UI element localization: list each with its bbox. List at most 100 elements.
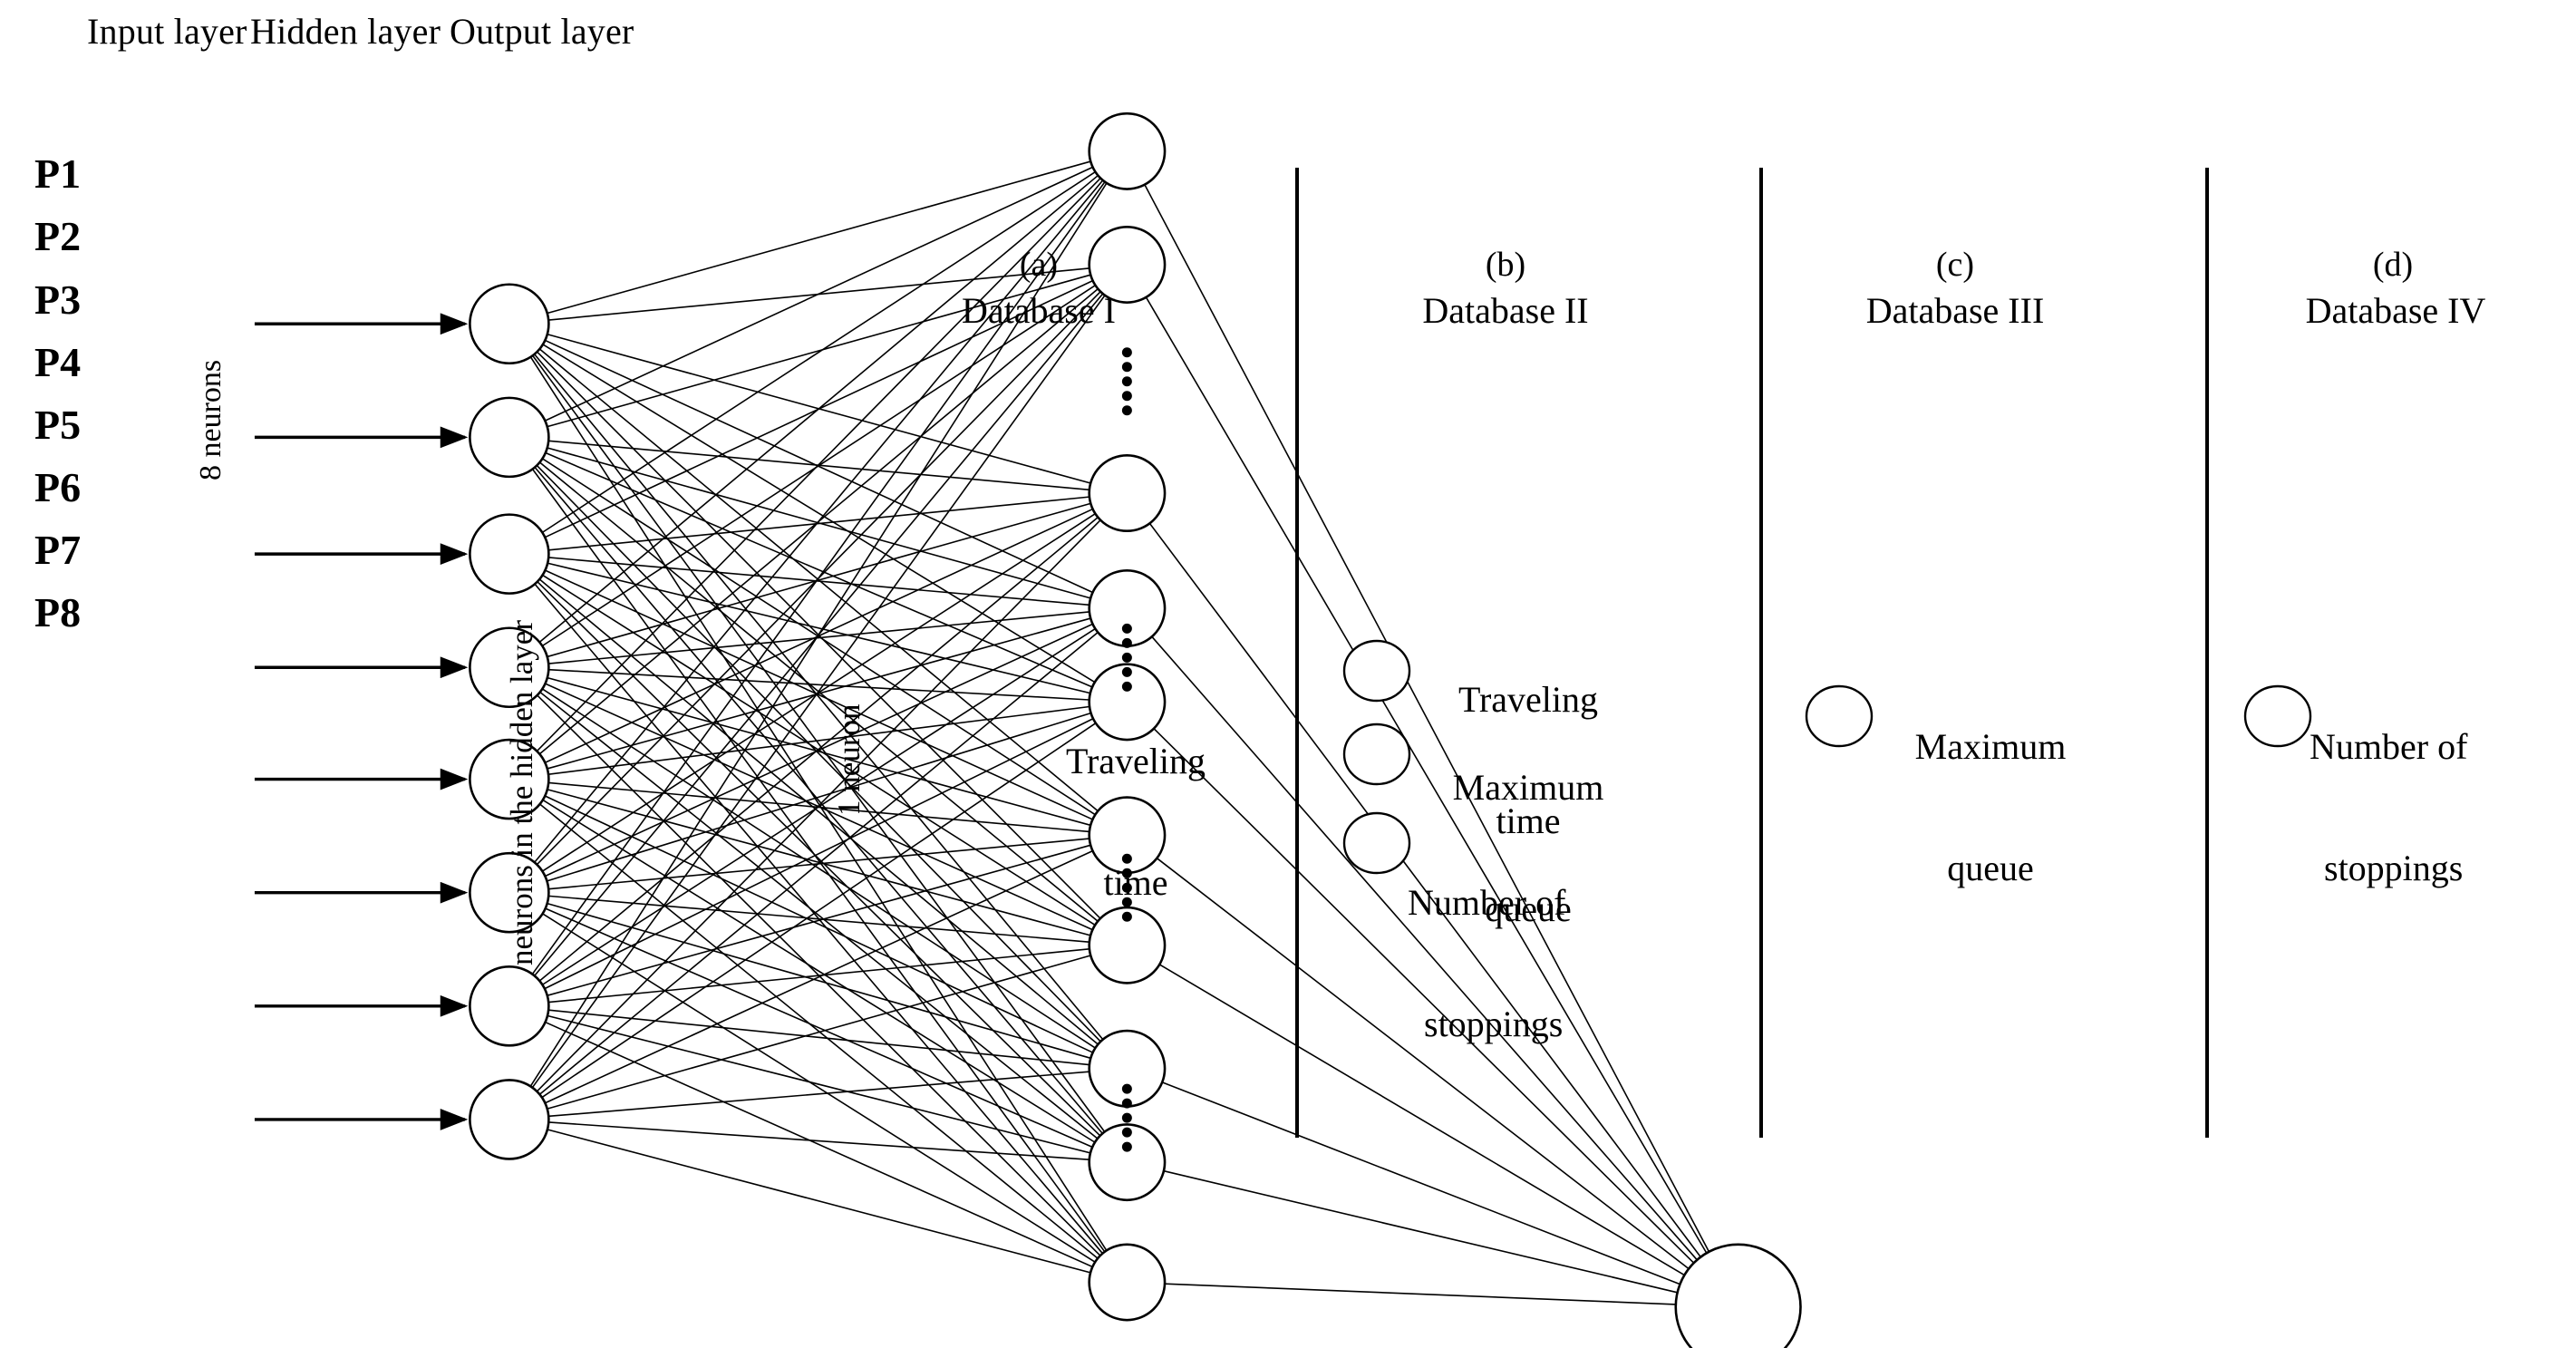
edge-input-hidden: [531, 469, 1106, 1253]
edge-input-hidden: [547, 562, 1091, 694]
edge-input-hidden: [538, 174, 1099, 643]
panel-c-output-1-line1: Maximum: [1914, 725, 2067, 767]
input-label-p5: P5: [34, 402, 82, 448]
network-output-label: Traveling time: [1013, 660, 1258, 984]
input-label-p6: P6: [34, 464, 82, 510]
edge-input-hidden: [541, 285, 1096, 647]
input-label-p2: P2: [34, 213, 82, 259]
hidden-node: [1088, 1029, 1167, 1108]
edge-input-hidden: [538, 517, 1099, 982]
ellipsis-dot: [1121, 868, 1132, 878]
output-neuron-count-label: 1 neuron: [831, 703, 867, 816]
panel-b-output-2-line2: queue: [1485, 887, 1572, 929]
input-arrows: [254, 313, 469, 1130]
layer-title-input: Input layer: [87, 11, 247, 52]
edge-input-hidden: [531, 295, 1106, 1089]
edge-input-hidden: [547, 705, 1090, 775]
ellipsis-dot: [1121, 1141, 1132, 1152]
ellipsis-dot: [1121, 376, 1132, 387]
panel-output-circle: [1342, 811, 1411, 875]
edge-input-hidden: [545, 849, 1093, 1104]
edge-hidden-output: [1151, 635, 1698, 1261]
edge-input-hidden: [547, 617, 1091, 770]
edge-input-hidden: [548, 1071, 1089, 1118]
panel-c-output-1-line2: queue: [1947, 847, 2034, 888]
input-node: [469, 965, 550, 1047]
edge-input-hidden: [548, 496, 1089, 551]
edge-input-hidden: [532, 354, 1106, 1132]
edge-input-hidden: [548, 611, 1089, 664]
panel-output-circle: [2243, 684, 2312, 748]
edge-input-hidden: [545, 451, 1093, 688]
ellipsis-dot: [1121, 637, 1132, 648]
output-layer-node: [1674, 1243, 1802, 1348]
edge-hidden-output: [1158, 964, 1685, 1276]
ellipsis-dot: [1121, 362, 1132, 373]
ellipsis-dot: [1121, 911, 1132, 922]
edge-hidden-output: [1145, 296, 1708, 1254]
panel-output-circle: [1805, 684, 1874, 748]
panel-b-output-3-label: Number of stoppings: [1408, 801, 1671, 1126]
edge-input-hidden: [547, 274, 1091, 428]
ellipsis-dot: [1121, 623, 1132, 634]
panel-c-title: Database III: [1865, 290, 2045, 331]
edge-input-hidden: [534, 466, 1103, 1134]
hidden-node: [1088, 663, 1167, 742]
edge-input-hidden: [545, 907, 1093, 1149]
panel-b-title: Database II: [1422, 290, 1589, 331]
edge-input-hidden: [534, 354, 1104, 1041]
output-node: [1674, 1243, 1802, 1348]
ellipsis-dot: [1121, 405, 1132, 416]
edge-input-hidden: [539, 803, 1099, 1259]
edge-input-hidden: [545, 623, 1093, 878]
edge-input-hidden: [538, 578, 1099, 1045]
hidden-node: [1088, 454, 1167, 533]
edge-input-hidden: [542, 344, 1096, 684]
input-layer-nodes: [469, 283, 550, 1160]
edge-input-hidden: [548, 1009, 1089, 1066]
panel-b-output-1-line1: Traveling: [1457, 678, 1599, 720]
ellipsis-dot: [1121, 391, 1132, 402]
panel-b-output-1-label: Traveling time: [1410, 598, 1646, 923]
panel-a-tag: (a): [1019, 246, 1059, 284]
edge-input-hidden: [538, 631, 1099, 1095]
edge-input-hidden: [547, 955, 1091, 1110]
hidden-layer-nodes: [1088, 112, 1167, 1322]
input-label-p1: P1: [34, 150, 82, 197]
panel-b-output-3-line2: stoppings: [1424, 1003, 1564, 1044]
edge-hidden-output: [1164, 1283, 1676, 1305]
edge-hidden-output: [1144, 184, 1710, 1253]
edge-input-hidden: [536, 464, 1101, 1043]
edge-input-hidden: [548, 668, 1089, 701]
panel-separators: [1295, 168, 2209, 1138]
input-label-p4: P4: [34, 339, 82, 385]
edge-input-hidden: [544, 795, 1093, 1053]
edge-input-hidden: [545, 166, 1093, 422]
hidden-layer-ellipsis-dots: [1121, 347, 1132, 1152]
edge-input-hidden: [542, 799, 1096, 1143]
network-output-label-line2: time: [1103, 861, 1168, 903]
edge-input-hidden: [542, 627, 1096, 985]
edge-hidden-output: [1153, 728, 1695, 1264]
layer-title-hidden: Hidden layer: [250, 11, 441, 52]
edge-input-hidden: [547, 160, 1091, 315]
input-node: [469, 626, 550, 709]
ellipsis-dot: [1121, 1083, 1132, 1094]
edge-input-hidden: [545, 1021, 1093, 1268]
input-node: [469, 396, 550, 479]
panel-b-output-3-line1: Number of: [1408, 881, 1566, 923]
hidden-node: [1088, 1123, 1167, 1202]
edge-input-hidden: [545, 508, 1093, 764]
edge-input-hidden: [536, 519, 1101, 1092]
edge-input-hidden: [531, 181, 1106, 975]
hidden-node: [1088, 568, 1167, 647]
ellipsis-dot: [1121, 347, 1132, 358]
input-label-p3: P3: [34, 276, 82, 323]
edge-hidden-output: [1148, 522, 1701, 1258]
panel-d-output-1-line1: Number of: [2310, 725, 2468, 767]
input-label-p7: P7: [34, 527, 82, 573]
edge-input-hidden: [541, 170, 1096, 534]
edge-hidden-output: [1161, 1081, 1680, 1285]
